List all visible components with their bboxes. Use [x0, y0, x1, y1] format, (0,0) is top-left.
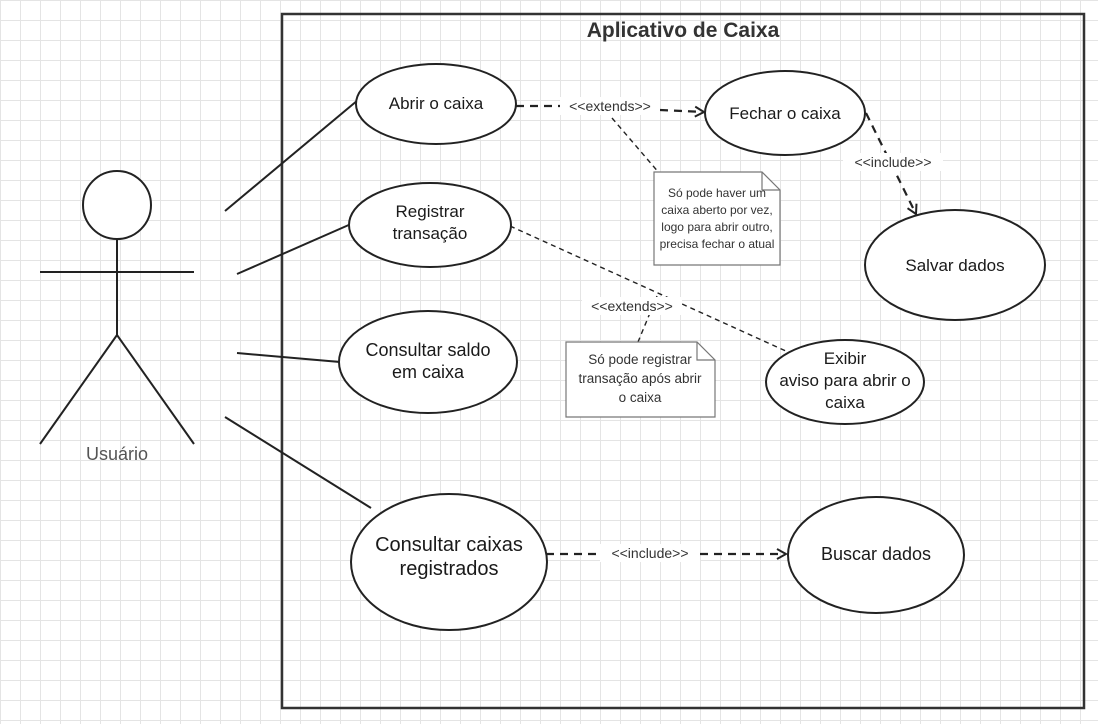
use-case-label-line-1: Exibir [824, 349, 867, 368]
association-line-consultar-caixas [224, 416, 372, 509]
stick-figure-icon [39, 170, 195, 445]
actor-label: Usuário [86, 444, 148, 464]
use-case-label: Fechar o caixa [729, 104, 841, 123]
use-case-label-line-1: Consultar caixas [375, 534, 523, 556]
use-case-label: Abrir o caixa [389, 94, 484, 113]
note-fechar-line-3: logo para abrir outro, [661, 220, 772, 234]
use-case-label-line-1: Registrar [396, 202, 465, 221]
note-anchor-fechar [611, 117, 661, 175]
use-case-salvar-dados[interactable]: Salvar dados [864, 209, 1046, 321]
use-case-label-line-2: aviso para abrir o [779, 371, 910, 390]
system-boundary [280, 12, 1086, 710]
use-case-label: Buscar dados [821, 544, 931, 564]
use-case-exibir-aviso[interactable]: Exibir aviso para abrir o caixa [765, 339, 925, 425]
extends-label-aviso: <<extends>> [591, 298, 673, 314]
association-line-consultar-saldo [236, 352, 341, 363]
include-label-buscar: <<include>> [611, 545, 688, 561]
note-fechar-line-4: precisa fechar o atual [660, 237, 775, 251]
use-case-label: Salvar dados [905, 256, 1004, 275]
use-case-label-line-1: Consultar saldo [365, 340, 490, 360]
extends-line-aviso [509, 225, 789, 353]
note-fechar-line-2: caixa aberto por vez, [661, 203, 772, 217]
extends-line-fechar-part2 [659, 110, 704, 112]
include-label-salvar: <<include>> [854, 154, 931, 170]
association-line-registrar [236, 223, 352, 275]
note-fechar-line-1: Só pode haver um [668, 186, 766, 200]
note-registrar-line-2: transação após abrir [578, 371, 702, 386]
use-case-label-line-2: em caixa [392, 362, 465, 382]
use-case-abrir-caixa[interactable]: Abrir o caixa [355, 63, 517, 145]
note-fechar: Só pode haver um caixa aberto por vez, l… [653, 171, 781, 266]
use-case-fechar-caixa[interactable]: Fechar o caixa [704, 70, 866, 156]
use-case-buscar-dados[interactable]: Buscar dados [787, 496, 965, 614]
use-case-label-line-2: transação [393, 224, 468, 243]
note-registrar-line-3: o caixa [619, 390, 662, 405]
use-case-registrar-transacao[interactable]: Registrar transação [348, 182, 512, 268]
note-registrar-line-1: Só pode registrar [588, 352, 692, 367]
system-title: Aplicativo de Caixa [587, 19, 780, 42]
use-case-consultar-saldo[interactable]: Consultar saldo em caixa [338, 310, 518, 414]
use-case-label-line-3: caixa [825, 393, 865, 412]
extends-label-fechar: <<extends>> [569, 98, 651, 114]
use-case-consultar-caixas[interactable]: Consultar caixas registrados [350, 493, 548, 631]
use-case-label-line-2: registrados [400, 558, 499, 580]
actor-usuario[interactable]: Usuário [39, 170, 195, 464]
note-registrar: Só pode registrar transação após abrir o… [565, 341, 716, 418]
association-line-abrir [224, 99, 359, 212]
